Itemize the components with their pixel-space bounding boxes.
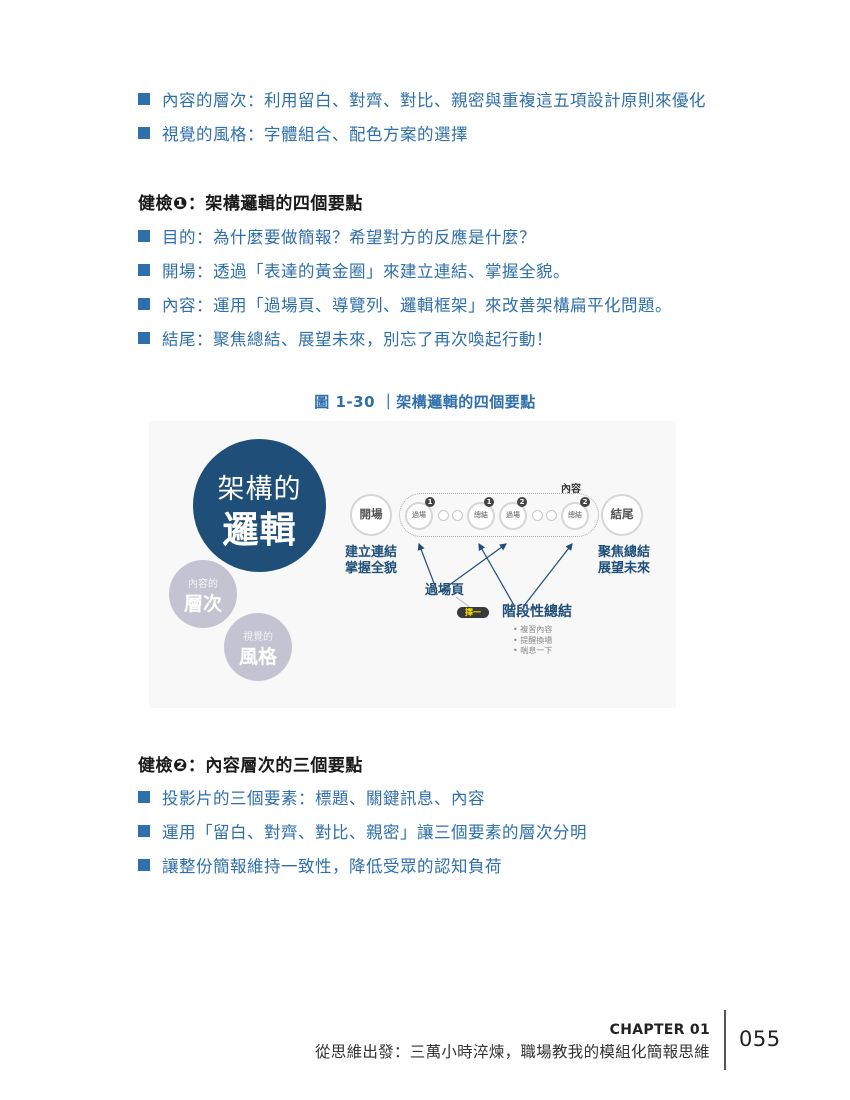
bullet-text: 投影片的三個要素：標題、關鍵訊息、內容 (162, 789, 485, 808)
closing-note-line: 展望未來 (598, 561, 651, 576)
bullet-text: 運用「留白、對齊、對比、親密」讓三個要素的層次分明 (162, 823, 587, 842)
square-bullet-icon (138, 791, 150, 803)
list-item: 運用「留白、對齊、對比、親密」讓三個要素的層次分明 (138, 814, 587, 848)
stage-summary-points: • 複習內容 • 提醒換場 • 喘息一下 (513, 625, 552, 657)
stage-summary-point: • 複習內容 (513, 625, 553, 634)
sub-circle-small-label: 視覺的 (243, 632, 273, 643)
footer-book-title: 從思維出發：三萬小時淬煉，職場教我的模組化簡報思維 (314, 1043, 710, 1061)
sub-circle-big-label: 層次 (183, 593, 222, 615)
bullet-text: 視覺的風格：字體組合、配色方案的選擇 (162, 125, 468, 144)
sub-circle-small-label: 內容的 (188, 579, 218, 590)
closing-note-line: 聚焦總結 (598, 545, 651, 560)
list-item: 讓整份簡報維持一致性，降低受眾的認知負荷 (138, 848, 587, 882)
bullet-text: 讓整份簡報維持一致性，降低受眾的認知負荷 (162, 857, 502, 876)
main-circle-structure-logic: 架構的 邏輯 (193, 439, 326, 572)
square-bullet-icon (138, 298, 150, 310)
flow-node-summary-2: 總結 (561, 502, 589, 530)
sub-circle-big-label: 風格 (238, 646, 277, 668)
content-group-label: 內容 (561, 484, 581, 495)
square-bullet-icon (138, 264, 150, 276)
flow-node-opening: 開場 (350, 494, 392, 536)
section1-bullet-list: 目的：為什麼要做簡報？希望對方的反應是什麼？ 開場：透過「表達的黃金圈」來建立連… (138, 219, 672, 355)
sub-circle-visual-style: 視覺的 風格 (224, 613, 292, 681)
transition-page-label: 過場頁 (425, 583, 465, 598)
ellipsis-dot (452, 510, 463, 521)
stage-summary-point: • 提醒換場 (513, 635, 553, 645)
flow-node-transition-1: 過場 (405, 502, 433, 530)
ellipsis-dot (532, 510, 543, 521)
bullet-text: 開場：透過「表達的黃金圈」來建立連結、掌握全貌。 (162, 262, 570, 281)
section1-heading: 健檢❶：架構邏輯的四個要點 (138, 194, 363, 214)
square-bullet-icon (138, 825, 150, 837)
sub-circle-content-hierarchy: 內容的 層次 (169, 560, 237, 628)
list-item: 開場：透過「表達的黃金圈」來建立連結、掌握全貌。 (138, 253, 672, 287)
opening-note-line: 建立連結 (345, 545, 398, 560)
page-number: 055 (739, 1027, 781, 1051)
list-item: 投影片的三個要素：標題、關鍵訊息、內容 (138, 780, 587, 814)
list-item: 結尾：聚焦總結、展望未來，別忘了再次喚起行動！ (138, 321, 672, 355)
opening-note-line: 掌握全貌 (345, 561, 398, 576)
flow-node-transition-2: 過場 (499, 502, 527, 530)
footer-chapter: CHAPTER 01 (609, 1022, 710, 1038)
bullet-text: 目的：為什麼要做簡報？希望對方的反應是什麼？ (162, 228, 536, 247)
figure-caption: 圖 1-30 ｜架構邏輯的四個要點 (314, 393, 536, 411)
bullet-text: 結尾：聚焦總結、展望未來，別忘了再次喚起行動！ (162, 330, 553, 349)
choose-one-badge: 擇一 (457, 607, 489, 618)
list-item: 目的：為什麼要做簡報？希望對方的反應是什麼？ (138, 219, 672, 253)
number-badge-icon: 2 (580, 497, 590, 507)
number-badge-icon: 1 (484, 497, 494, 507)
bullet-text: 內容：運用「過場頁、導覽列、邏輯框架」來改善架構扁平化問題。 (162, 296, 672, 315)
footer-divider (724, 1010, 726, 1070)
intro-bullet-list: 內容的層次：利用留白、對齊、對比、親密與重複這五項設計原則來優化 視覺的風格：字… (138, 82, 706, 150)
number-badge-icon: 1 (425, 497, 435, 507)
number-badge-icon: 2 (517, 497, 527, 507)
stage-summary-label: 階段性總結 (502, 604, 572, 620)
main-circle-line2: 邏輯 (222, 510, 297, 551)
content-group-outline (399, 493, 599, 537)
bullet-text: 內容的層次：利用留白、對齊、對比、親密與重複這五項設計原則來優化 (162, 91, 706, 110)
main-circle-line1: 架構的 (217, 474, 302, 505)
square-bullet-icon (138, 332, 150, 344)
list-item: 內容：運用「過場頁、導覽列、邏輯框架」來改善架構扁平化問題。 (138, 287, 672, 321)
ellipsis-dot (546, 510, 557, 521)
square-bullet-icon (138, 859, 150, 871)
section2-bullet-list: 投影片的三個要素：標題、關鍵訊息、內容 運用「留白、對齊、對比、親密」讓三個要素… (138, 780, 587, 882)
ellipsis-dot (438, 510, 449, 521)
flow-node-closing: 結尾 (601, 494, 643, 536)
closing-note: 聚焦總結 展望未來 (598, 545, 650, 577)
square-bullet-icon (138, 230, 150, 242)
list-item: 視覺的風格：字體組合、配色方案的選擇 (138, 116, 706, 150)
list-item: 內容的層次：利用留白、對齊、對比、親密與重複這五項設計原則來優化 (138, 82, 706, 116)
section2-heading: 健檢❷：內容層次的三個要點 (138, 756, 363, 776)
square-bullet-icon (138, 93, 150, 105)
arrow-lines (417, 542, 573, 615)
square-bullet-icon (138, 127, 150, 139)
stage-summary-point: • 喘息一下 (513, 646, 553, 655)
figure-diagram: 架構的 邏輯 內容的 層次 視覺的 風格 內容 開場 過場 1 總結 1 過場 … (149, 421, 676, 708)
opening-note: 建立連結 掌握全貌 (345, 545, 397, 577)
